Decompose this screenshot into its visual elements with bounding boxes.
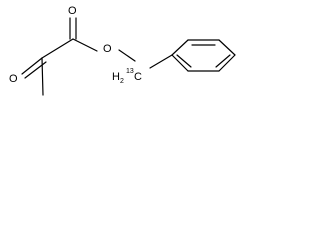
methyl-keto-bond bbox=[41, 57, 44, 96]
ring-bond-6 bbox=[171, 54, 189, 72]
keto-carbonyl-bond-inner bbox=[24, 61, 47, 79]
benzylic-hydrogen-label: H bbox=[112, 71, 120, 83]
chemical-structure-diagram: O O O H 2 13 C bbox=[9, 5, 236, 96]
ring-inner-bond-right bbox=[215, 54, 231, 68]
ring-bond-1 bbox=[171, 39, 189, 56]
ring-inner-bond-left bbox=[176, 54, 192, 68]
ring-bond-4 bbox=[218, 54, 236, 72]
keto-oxygen-label: O bbox=[9, 73, 18, 85]
benzylic-carbon-label: H 2 13 C bbox=[112, 68, 142, 85]
ester-carbon-oxygen-bond bbox=[72, 38, 98, 52]
benzylic-carbon-element-label: C bbox=[134, 71, 142, 83]
benzylic-hydrogen-count: 2 bbox=[120, 78, 124, 85]
structure-canvas: O O O H 2 13 C bbox=[0, 0, 251, 116]
isotope-mass-label: 13 bbox=[126, 68, 134, 75]
ring-bond-3 bbox=[218, 39, 236, 56]
atom-labels-group: O O O H 2 13 C bbox=[9, 5, 142, 85]
benzylic-phenyl-bond bbox=[149, 54, 173, 69]
keto-carbonyl-bond-outer bbox=[21, 57, 43, 75]
ester-oxygen-label: O bbox=[103, 43, 112, 55]
oxygen-benzylic-bond bbox=[118, 49, 136, 62]
carbonyl-oxygen-label: O bbox=[68, 5, 77, 17]
bonds-group bbox=[21, 17, 236, 96]
keto-ester-bond bbox=[41, 38, 74, 59]
